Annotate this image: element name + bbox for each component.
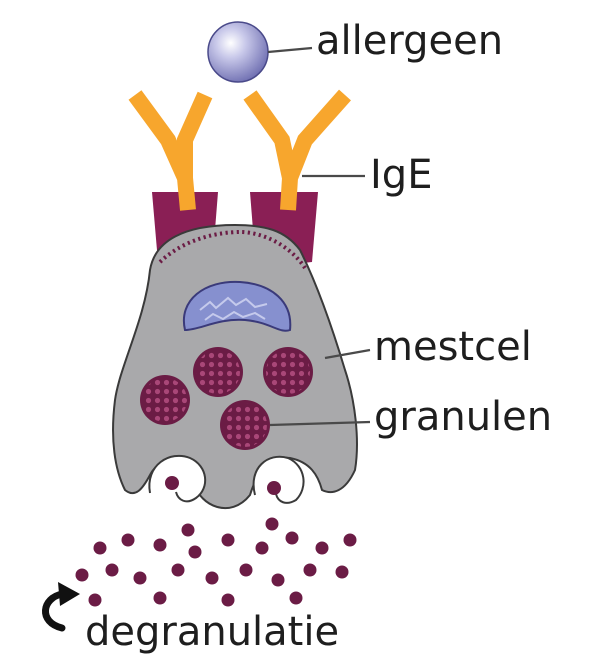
- released-granules: [76, 518, 357, 607]
- label-mast-cell: mestcel: [374, 324, 532, 370]
- allergen-sphere: [208, 22, 268, 82]
- leader-allergen: [268, 48, 312, 52]
- label-degranulation: degranulatie: [85, 609, 339, 655]
- label-granules: granulen: [374, 394, 552, 440]
- label-ige: IgE: [370, 152, 432, 198]
- vesicle-right: [254, 457, 304, 503]
- degranulation-arrow: [45, 582, 80, 628]
- label-allergen: allergeen: [316, 18, 503, 64]
